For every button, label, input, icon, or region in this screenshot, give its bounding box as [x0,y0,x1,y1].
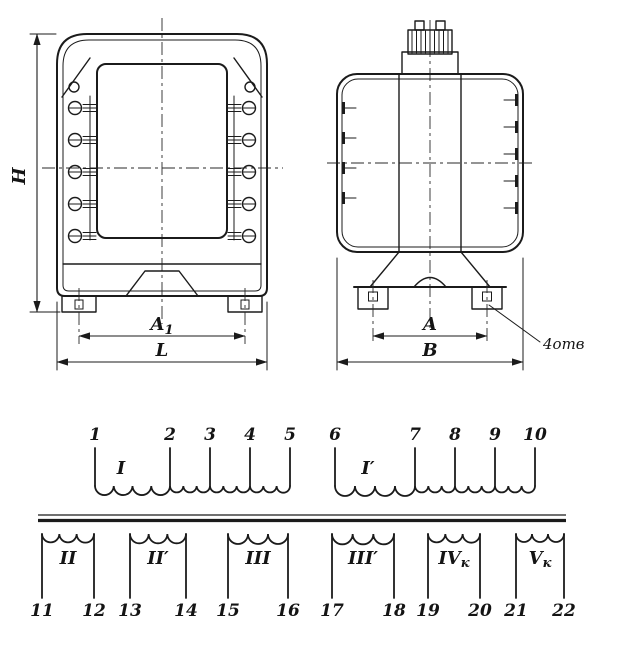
terminal-number-top-4: 4 [244,425,256,445]
terminal-number-bottom-20: 20 [467,601,492,621]
terminal-number-bottom-12: 12 [82,601,106,621]
terminal-number-bottom-16: 16 [276,601,300,621]
terminal-number-bottom-21: 21 [503,601,528,621]
dimension-b: B [336,257,524,371]
terminal-number-bottom-11: 11 [30,601,54,621]
dimension-length: L [56,301,268,371]
side-view: A B 4отв [327,20,585,371]
terminal-number-top-10: 10 [523,425,547,445]
core-line [38,514,566,523]
terminal-number-top-8: 8 [448,425,461,445]
front-corner-ears [61,57,263,98]
terminal-number-top-2: 2 [163,425,176,445]
terminal-number-top-9: 9 [489,425,501,445]
secondary-winding-II-prime: II′ [129,533,187,599]
side-terminal-ticks-left [342,102,357,204]
dim-label-l: L [155,340,169,361]
secondary-winding-II: II [41,533,95,599]
secondary-winding-Vk: Vк [515,533,565,599]
front-view: H A1 L [9,18,283,371]
dimension-height: H [9,33,61,313]
top-terminal-numbers: 1 2 3 4 5 6 7 8 9 10 [89,425,547,445]
winding-label-I: I [116,458,126,479]
secondary-winding-III: III [227,533,289,599]
front-core-window [96,63,228,239]
winding-label-I-prime: I′ [360,458,374,479]
dim-label-a: A [421,314,437,335]
dim-label-b: B [421,340,437,361]
winding-schematic: 1 2 3 4 5 6 7 8 9 10 I [30,425,576,621]
terminal-number-bottom-13: 13 [118,601,142,621]
front-terminals-right [227,100,257,244]
winding-label-II: II [59,548,77,569]
terminal-number-top-6: 6 [329,425,341,445]
terminal-number-bottom-18: 18 [382,601,406,621]
primary-winding-2: I′ [334,447,536,497]
secondary-winding-III-prime: III′ [331,533,395,599]
terminal-number-bottom-19: 19 [416,601,440,621]
holes-note-label: 4отв [542,335,585,353]
secondary-winding-IVk: IVк [427,533,481,599]
terminal-number-top-3: 3 [204,425,216,445]
winding-label-III-prime: III′ [347,548,378,569]
holes-callout: 4отв [488,304,585,353]
bottom-terminal-numbers: 11 12 13 14 15 16 17 18 19 20 21 22 [30,601,576,621]
winding-label-IVk: IVк [437,548,469,571]
winding-label-II-prime: II′ [146,548,169,569]
terminal-number-bottom-22: 22 [551,601,576,621]
side-center-lines [327,20,534,332]
terminal-number-bottom-14: 14 [174,601,198,621]
front-terminals-left [67,100,97,244]
dim-label-h: H [9,167,30,186]
side-body [336,73,524,253]
dim-label-a1: A1 [148,314,173,338]
terminal-number-bottom-17: 17 [320,601,344,621]
winding-label-III: III [244,548,271,569]
primary-winding-1: I [94,447,291,496]
terminal-number-top-7: 7 [409,425,421,445]
front-center-lines [42,18,283,324]
dimension-a1: A1 [78,314,246,340]
terminal-number-bottom-15: 15 [216,601,240,621]
dimension-a: A [372,314,488,340]
side-skirt-feet [353,251,507,344]
terminal-number-top-1: 1 [89,425,101,445]
winding-label-Vk: Vк [529,548,552,571]
terminal-number-top-5: 5 [284,425,296,445]
side-terminal-ticks-right [503,94,518,214]
front-mounting-bracket [61,263,263,344]
